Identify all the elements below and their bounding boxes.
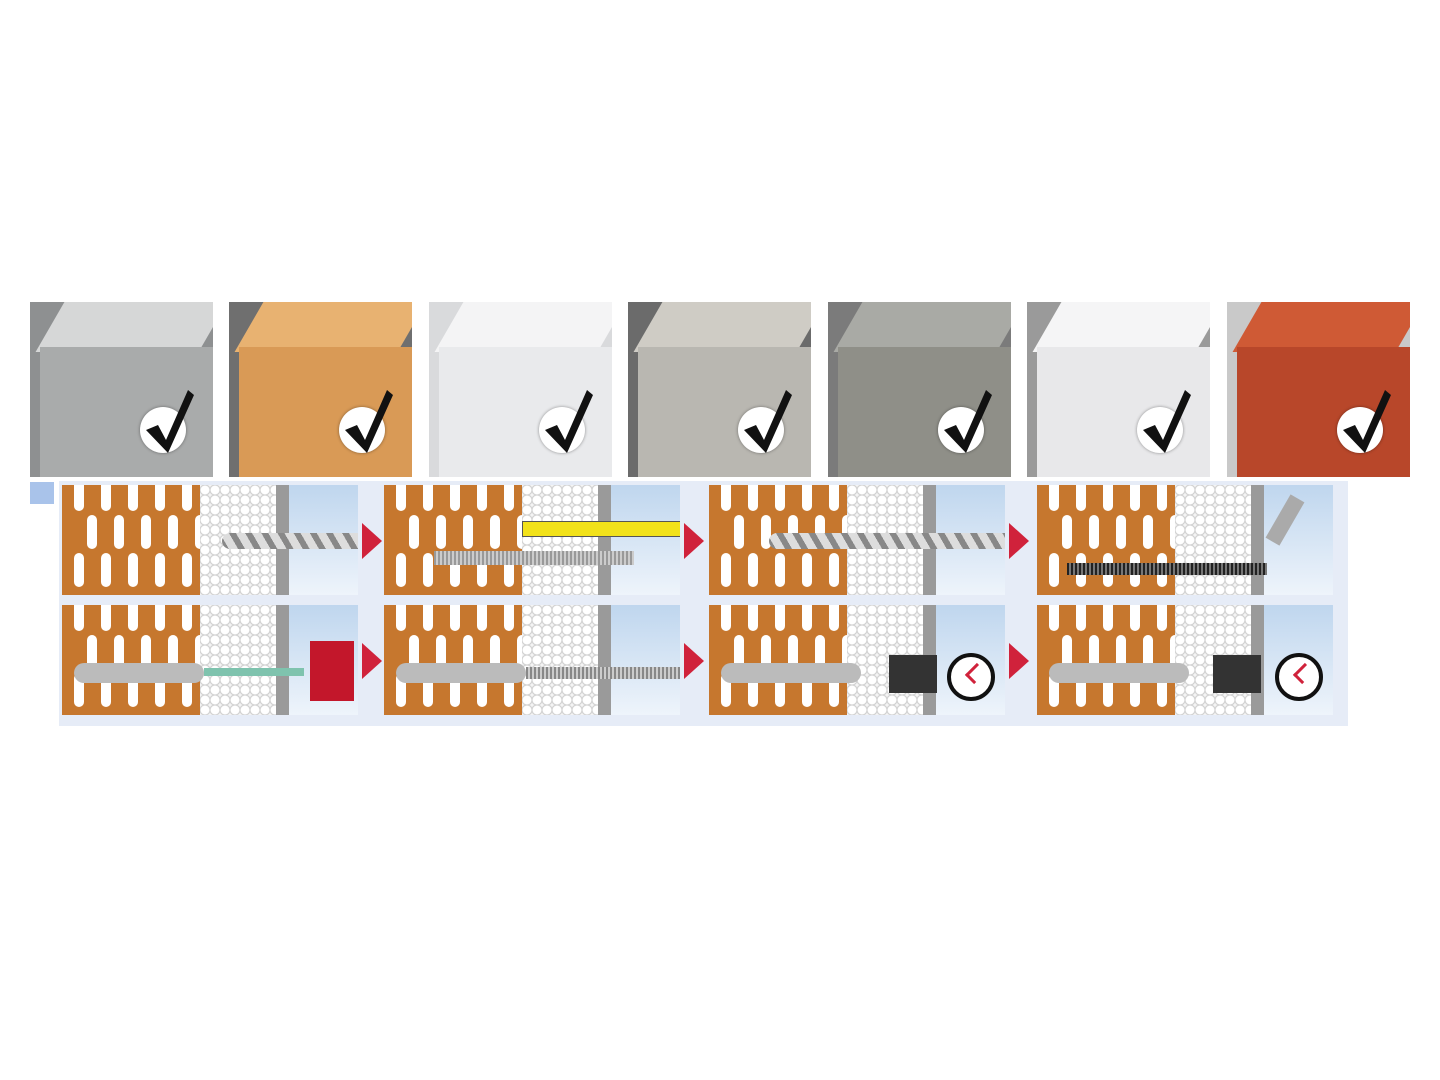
clock-icon: [1275, 653, 1323, 701]
brush-icon: [1067, 563, 1267, 575]
next-step-arrow-icon: [684, 643, 704, 679]
threaded-rod-icon: [434, 551, 634, 565]
check-icon: [738, 390, 792, 453]
material-tile-solid-lightweight-concrete-block: [628, 302, 811, 477]
material-tile-vertically-perforated-clay-brick: [229, 302, 412, 477]
drill-bit-icon: [769, 533, 1005, 549]
step-panel-insert-rod: [384, 605, 680, 715]
step-panel-inject-mortar: [62, 605, 358, 715]
anchor-sleeve-icon: [721, 663, 861, 683]
step-panel-clean-hole: [1037, 485, 1333, 595]
measuring-tape-icon: [522, 521, 680, 537]
next-step-arrow-icon: [362, 643, 382, 679]
insulation-layer: [200, 605, 276, 715]
plaster-layer: [598, 485, 611, 595]
check-icon: [539, 390, 593, 453]
material-tile-concrete: [30, 302, 213, 477]
anchor-sleeve-icon: [74, 663, 204, 683]
check-icon: [938, 390, 992, 453]
step-panel-curing-time: [709, 605, 1005, 715]
brick-wall: [709, 605, 852, 715]
threaded-rod-icon: [526, 667, 680, 679]
step-panel-drill-hole: [62, 485, 358, 595]
anchor-sleeve-icon: [1049, 663, 1189, 683]
installation-steps: [59, 481, 1348, 726]
anchor-sleeve-icon: [396, 663, 526, 683]
plaster-layer: [598, 605, 611, 715]
clock-icon: [947, 653, 995, 701]
next-step-arrow-icon: [1009, 523, 1029, 559]
material-top: [1232, 302, 1410, 352]
material-top: [633, 302, 811, 352]
next-step-arrow-icon: [684, 523, 704, 559]
material-tile-hollow-lightweight-concrete-block: [828, 302, 1011, 477]
brick-wall: [384, 605, 527, 715]
cartridge-icon: [310, 641, 354, 701]
insulation-layer: [522, 485, 598, 595]
next-step-arrow-icon: [1009, 643, 1029, 679]
next-step-arrow-icon: [362, 523, 382, 559]
check-icon: [1337, 390, 1391, 453]
check-icon: [1137, 390, 1191, 453]
brick-wall: [1037, 485, 1180, 595]
check-icon: [339, 390, 393, 453]
insulation-layer: [522, 605, 598, 715]
fixture-nut-icon: [889, 655, 937, 693]
corner-logo-icon: [30, 482, 54, 504]
material-top: [434, 302, 612, 352]
brick-wall: [62, 605, 205, 715]
brick-wall: [384, 485, 527, 595]
brick-wall: [62, 485, 205, 595]
blower-pump-icon: [1265, 494, 1305, 546]
brick-wall: [1037, 605, 1180, 715]
material-top: [234, 302, 412, 352]
insulation-layer: [1175, 485, 1251, 595]
check-icon: [140, 390, 194, 453]
plaster-layer: [1251, 485, 1264, 595]
plaster-layer: [276, 605, 289, 715]
material-tile-solid-clay-brick: [1227, 302, 1410, 477]
step-panel-seal-and-cure: [1037, 605, 1333, 715]
material-top: [833, 302, 1011, 352]
drill-bit-icon: [222, 533, 358, 549]
fixture-nut-icon: [1213, 655, 1261, 693]
material-top: [1032, 302, 1210, 352]
material-tile-solid-sand-lime-brick: [1027, 302, 1210, 477]
step-panel-drill-through: [709, 485, 1005, 595]
mixer-nozzle-icon: [204, 668, 304, 676]
material-top: [35, 302, 213, 352]
step-panel-measure-and-cut-rod: [384, 485, 680, 595]
material-tile-sand-lime-perforated-brick: [429, 302, 612, 477]
